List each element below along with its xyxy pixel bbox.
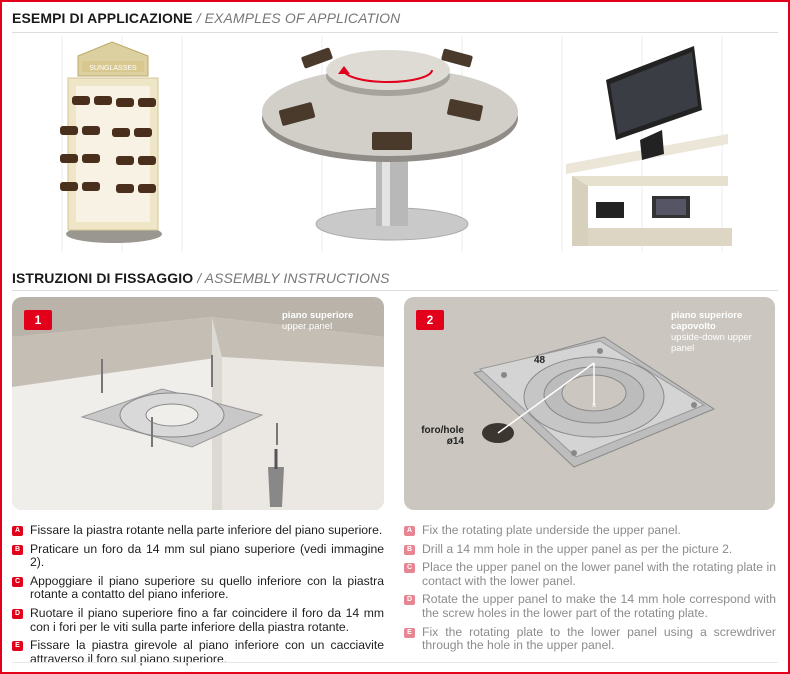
step-number-badge: 1	[24, 310, 52, 330]
instructions-italian: A Fissare la piastra rotante nella parte…	[12, 523, 384, 671]
example-rotating-table	[252, 36, 532, 252]
panel-label-en: upper panel	[282, 321, 333, 332]
panel-label-it-2: capovolto	[671, 321, 716, 332]
divider	[12, 290, 778, 291]
hole-callout: foro/hole ø14	[414, 425, 464, 447]
panel-label-it: piano superiore	[282, 310, 354, 321]
step-text: Rotate the upper panel to make the 14 mm…	[422, 592, 776, 620]
svg-text:×: ×	[592, 401, 597, 410]
list-item: D Rotate the upper panel to make the 14 …	[404, 593, 776, 620]
list-item: E Fix the rotating plate to the lower pa…	[404, 624, 776, 653]
hole-label: foro/hole	[421, 425, 464, 436]
assembly-title-it: ISTRUZIONI DI FISSAGGIO	[12, 270, 194, 286]
step-letter-badge: C	[404, 563, 415, 574]
step-letter-badge: C	[12, 576, 23, 587]
step-number-badge: 2	[416, 310, 444, 330]
step-text: Drill a 14 mm hole in the upper panel as…	[422, 541, 733, 556]
examples-title-en: / EXAMPLES OF APPLICATION	[196, 10, 401, 26]
dimension-label: 48	[534, 355, 546, 366]
assembly-title-en: / ASSEMBLY INSTRUCTIONS	[197, 270, 390, 286]
instructions-english: A Fix the rotating plate underside the u…	[404, 523, 776, 658]
list-item: B Drill a 14 mm hole in the upper panel …	[404, 541, 776, 557]
panel-label-it-1: piano superiore	[671, 310, 743, 321]
divider	[12, 662, 778, 663]
examples-heading: ESEMPI DI APPLICAZIONE / EXAMPLES OF APP…	[12, 10, 400, 26]
display-sign: SUNGLASSES	[89, 65, 137, 72]
step-letter-badge: E	[12, 641, 23, 652]
instruction-panel-1: 1 piano superiore upper panel	[12, 297, 384, 510]
step-letter-badge: B	[404, 544, 415, 555]
instruction-panel-2: × 2 piano superiore capovolto upside-dow…	[404, 297, 775, 510]
list-item: A Fix the rotating plate underside the u…	[404, 523, 776, 538]
panel-label-en-2: panel	[671, 343, 695, 354]
divider	[12, 32, 778, 33]
step-letter-badge: D	[12, 608, 23, 619]
list-item: D Ruotare il piano superiore fino a far …	[12, 605, 384, 634]
panel-label: piano superiore upper panel	[282, 310, 353, 332]
step-text: Praticare un foro da 14 mm sul piano sup…	[30, 541, 384, 570]
step-text: Appoggiare il piano superiore su quello …	[30, 573, 384, 602]
examples-title-it: ESEMPI DI APPLICAZIONE	[12, 10, 193, 26]
step-letter-badge: A	[404, 526, 415, 536]
step-text: Place the upper panel on the lower panel…	[422, 560, 776, 588]
list-item: A Fissare la piastra rotante nella parte…	[12, 523, 384, 538]
example-tv-stand	[532, 36, 778, 252]
list-item: C Appoggiare il piano superiore su quell…	[12, 573, 384, 602]
panel-label-en-1: upside-down upper	[671, 332, 752, 343]
step-letter-badge: E	[404, 627, 415, 638]
step-letter-badge: D	[404, 595, 415, 606]
list-item: C Place the upper panel on the lower pan…	[404, 560, 776, 588]
step-text: Ruotare il piano superiore fino a far co…	[30, 605, 384, 634]
list-item: B Praticare un foro da 14 mm sul piano s…	[12, 541, 384, 570]
assembly-heading: ISTRUZIONI DI FISSAGGIO / ASSEMBLY INSTR…	[12, 270, 390, 286]
step-letter-badge: B	[12, 544, 23, 555]
step-text: Fissare la piastra rotante nella parte i…	[30, 523, 383, 537]
panel-label: piano superiore capovolto upside-down up…	[671, 310, 752, 354]
hole-diameter: ø14	[446, 436, 464, 447]
step-text: Fix the rotating plate to the lower pane…	[422, 624, 776, 653]
step-text: Fix the rotating plate underside the upp…	[422, 523, 681, 537]
example-sunglasses-display: SUNGLASSES	[12, 36, 252, 252]
step-letter-badge: A	[12, 526, 23, 536]
